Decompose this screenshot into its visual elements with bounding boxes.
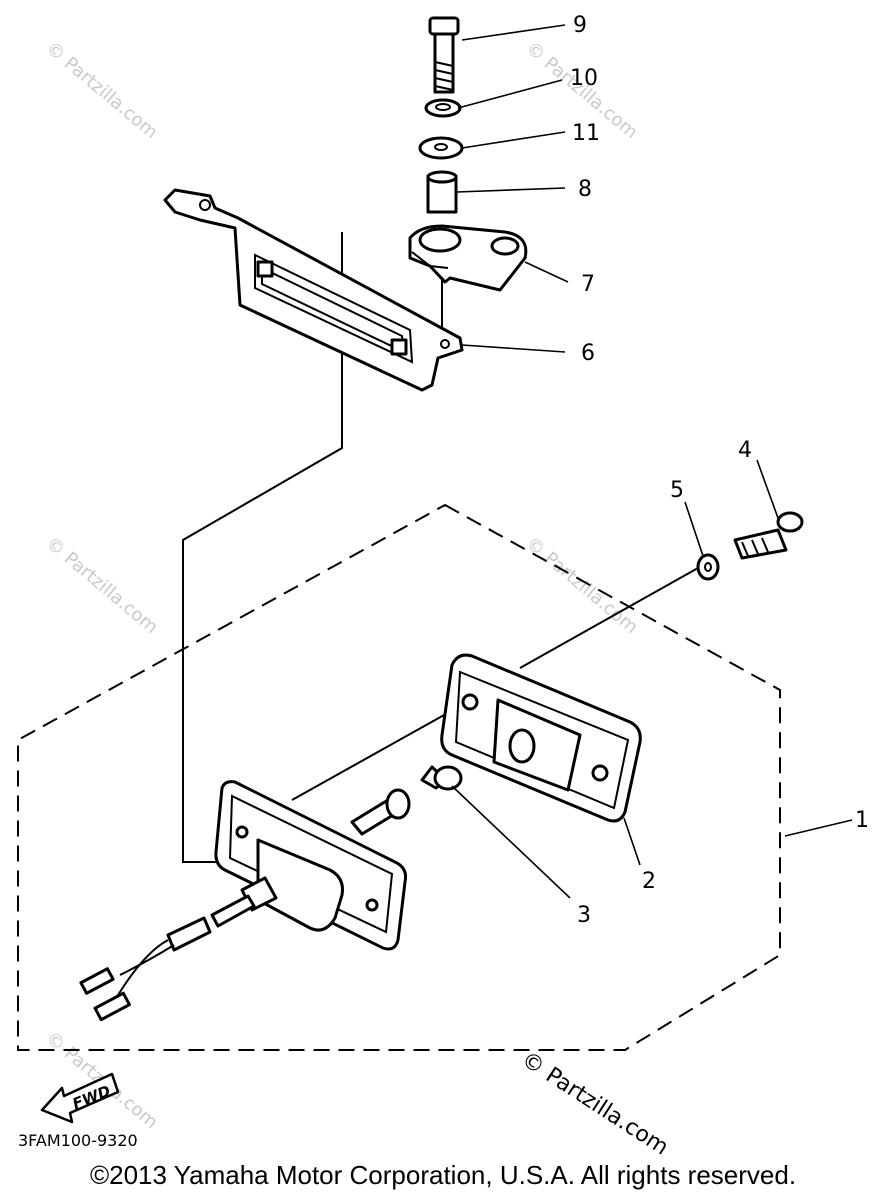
- washer-5: [696, 553, 720, 581]
- washer-11: [418, 136, 464, 160]
- callout-1: 1: [855, 808, 869, 833]
- fwd-arrow-icon: FWD: [40, 1072, 120, 1124]
- callout-2: 2: [642, 869, 656, 894]
- bracket-arm-7: [408, 224, 528, 292]
- guide-line-lens: [291, 704, 463, 801]
- spring-washer-10: [424, 98, 462, 118]
- copyright-notice: ©2013 Yamaha Motor Corporation, U.S.A. A…: [89, 1160, 797, 1190]
- callout-4: 4: [738, 438, 752, 463]
- diagram-code: 3FAM100-9320: [18, 1131, 138, 1150]
- leader-lines: [451, 24, 853, 899]
- assembly-outline: [17, 503, 781, 1051]
- callout-10: 10: [570, 66, 598, 91]
- lens-2: [440, 653, 642, 823]
- screw-4: [733, 511, 804, 560]
- callouts: 1 2 3 4 5 6 7 8 9 10 11: [570, 13, 869, 928]
- callout-6: 6: [581, 341, 595, 366]
- watermark-main: © Partzilla.com: [517, 1047, 673, 1160]
- watermark-3: © Partzilla.com: [42, 533, 162, 638]
- guide-line-washer: [519, 567, 699, 669]
- watermark-4: © Partzilla.com: [522, 533, 642, 638]
- bulb-3: [420, 765, 463, 791]
- callout-9: 9: [573, 13, 587, 38]
- lamp-housing: [79, 780, 411, 1022]
- callout-11: 11: [572, 121, 600, 146]
- callout-8: 8: [578, 177, 592, 202]
- callout-7: 7: [581, 272, 595, 297]
- collar-8: [426, 170, 458, 214]
- callout-5: 5: [670, 478, 684, 503]
- license-bracket-6: [163, 188, 464, 392]
- bolt-9: [428, 16, 460, 94]
- watermark-1: © Partzilla.com: [42, 38, 162, 143]
- callout-3: 3: [577, 903, 591, 928]
